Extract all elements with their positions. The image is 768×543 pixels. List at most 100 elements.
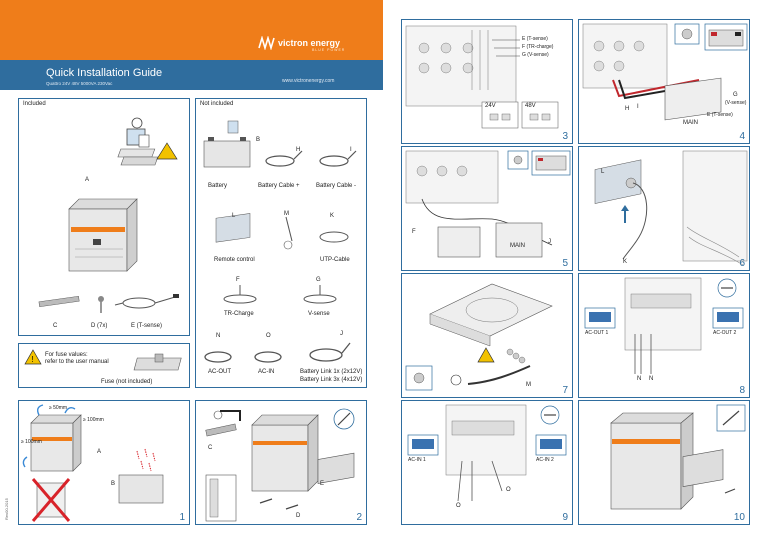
label-N2: N — [649, 376, 654, 382]
step-4-illustration — [582, 23, 748, 121]
item-battery: Battery — [208, 183, 228, 189]
item-tr-charge: TR-Charge — [224, 311, 254, 317]
step-1-illustration — [22, 404, 164, 522]
label-K: K — [330, 213, 335, 219]
step-6-illustration — [594, 150, 748, 266]
label-ac-in1: AC-IN 1 — [408, 457, 426, 463]
step-9-illustration — [407, 404, 567, 502]
dim-left: ≥ 100mm — [21, 439, 42, 445]
label-J: J — [340, 331, 343, 337]
label-D: D (7x) — [91, 323, 108, 329]
label-C: C — [53, 323, 58, 329]
label-O: O — [266, 333, 271, 339]
not-included-panel: Not included B H I Battery Battery Cable… — [195, 98, 367, 388]
label-24v: 24V — [485, 103, 496, 109]
label-O1: O — [456, 503, 461, 509]
label-ac-in2: AC-IN 2 — [536, 457, 554, 463]
step-9-panel: O O AC-IN 1 AC-IN 2 9 — [401, 400, 573, 525]
step-number: 6 — [739, 258, 745, 269]
label-main: MAIN — [683, 120, 698, 126]
label-F: F — [412, 229, 416, 235]
step-1-panel: ≥ 50mm ≥ 100mm ≥ 100mm A B 1 — [18, 400, 190, 525]
cover-header: victron energy BLUE POWER Quick Installa… — [0, 0, 383, 90]
label-B: B — [111, 481, 116, 487]
label-I: I — [350, 147, 352, 153]
step-5-panel: F J MAIN 5 — [401, 146, 573, 271]
label-K: K — [623, 259, 628, 265]
item-vsense: V-sense — [308, 311, 330, 317]
label-e-tsense: E (T-sense) — [522, 36, 548, 42]
item-cable-plus: Battery Cable + — [258, 183, 300, 189]
page-title: Quick Installation Guide — [46, 67, 163, 79]
doc-code: Rev00-2015 — [4, 498, 9, 520]
label-E: E (T-sense) — [131, 323, 163, 329]
step-10-illustration — [610, 404, 746, 510]
step-4-panel: H I G (V-sense) E (T-sense) MAIN 4 — [578, 19, 750, 144]
model-subtitle: Quattro 24V 48V 5000VA 230Vac — [46, 81, 113, 86]
item-utp: UTP-Cable — [320, 257, 350, 263]
label-C: C — [208, 445, 213, 451]
label-I: I — [637, 104, 639, 110]
step-5-illustration — [405, 150, 571, 258]
label-ac-out2: AC-OUT 2 — [713, 330, 737, 336]
fuse-label: Fuse (not included) — [101, 379, 153, 385]
label-H: H — [625, 106, 630, 112]
step-3-illustration — [405, 25, 559, 129]
brand-name: victron energy — [278, 38, 341, 48]
label-48v: 48V — [525, 103, 536, 109]
victron-logo-icon — [258, 36, 275, 50]
item-ac-out: AC-OUT — [208, 369, 231, 375]
label-M: M — [526, 382, 531, 388]
step-number: 4 — [739, 131, 745, 142]
label-L: L — [232, 213, 236, 219]
brand-tagline: BLUE POWER — [312, 48, 346, 52]
fuse-panel: ! For fuse values: refer to the user man… — [18, 343, 190, 388]
orange-banner — [0, 0, 383, 60]
included-heading: Included — [23, 101, 46, 107]
item-cable-minus: Battery Cable - — [316, 183, 357, 189]
step-number: 3 — [562, 131, 568, 142]
step-3-panel: E (T-sense) F (TR-charge) G (V-sense) 24… — [401, 19, 573, 144]
label-M: M — [284, 211, 289, 217]
step-7-panel: M 7 — [401, 273, 573, 398]
dim-top: ≥ 50mm — [49, 405, 68, 411]
label-B: B — [256, 137, 261, 143]
step-8-panel: N N AC-OUT 1 AC-OUT 2 8 — [578, 273, 750, 398]
label-e-tsense: E (T-sense) — [707, 112, 733, 118]
label-J: J — [548, 239, 551, 245]
step-7-illustration — [405, 283, 553, 391]
label-g-vsense: G (V-sense) — [522, 52, 549, 58]
blue-band — [0, 60, 383, 90]
included-illustration — [38, 117, 179, 313]
step-number: 1 — [179, 512, 185, 523]
label-A: A — [97, 449, 102, 455]
label-A: A — [85, 177, 90, 183]
item-remote: Remote control — [214, 257, 255, 263]
label-N: N — [216, 333, 221, 339]
label-g-vsense: (V-sense) — [725, 100, 747, 106]
label-L: L — [601, 169, 605, 175]
label-ac-out1: AC-OUT 1 — [585, 330, 609, 336]
label-H: H — [296, 147, 301, 153]
fuse-note-line2: refer to the user manual — [45, 359, 109, 365]
step-number: 8 — [739, 385, 745, 396]
fuse-note-line1: For fuse values: — [45, 352, 88, 358]
step-10-panel: 10 — [578, 400, 750, 525]
label-N1: N — [637, 376, 642, 382]
step-number: 5 — [562, 258, 568, 269]
dim-right: ≥ 100mm — [83, 417, 104, 423]
step-2-panel: C D E 2 — [195, 400, 367, 525]
step-2-illustration — [205, 408, 355, 522]
label-main: MAIN — [510, 243, 525, 249]
item-ac-in: AC-IN — [258, 369, 275, 375]
label-f-trcharge: F (TR-charge) — [522, 44, 554, 50]
fuse-illustration: ! — [24, 349, 182, 371]
item-link1: Battery Link 1x (2x12V) — [300, 369, 363, 375]
not-included-heading: Not included — [200, 101, 234, 107]
label-D: D — [296, 513, 301, 519]
step-number: 10 — [733, 512, 745, 523]
step-6-panel: L K 6 — [578, 146, 750, 271]
label-G: G — [733, 92, 738, 98]
label-F: F — [236, 277, 240, 283]
not-included-illustration — [203, 120, 357, 363]
